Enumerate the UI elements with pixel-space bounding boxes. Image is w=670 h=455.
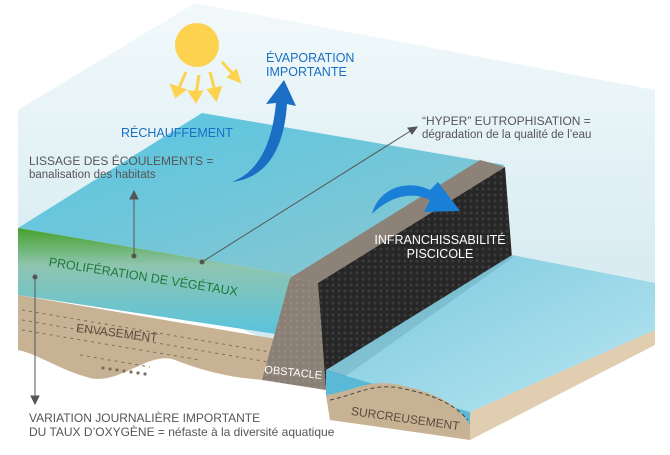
sediment-dashes: [21, 309, 271, 368]
fish-barrier-line-1: INFRANCHISSABILITÉ: [374, 233, 506, 247]
flow-smoothing-subtitle: banalisation des habitats: [29, 168, 156, 181]
eutrophication-label: “HYPER” EUTROPHISATION = dégradation de …: [422, 114, 592, 142]
fish-barrier-label: INFRANCHISSABILITÉ PISCICOLE: [370, 233, 510, 262]
evaporation-line-1: ÉVAPORATION: [266, 51, 355, 65]
leader-lines: [30, 126, 419, 406]
upstream-water-surface: [18, 113, 505, 275]
downstream-water-surface: [326, 255, 655, 412]
oxygen-variation-line-2: DU TAUX D’OXYGÈNE = néfaste à la diversi…: [29, 424, 335, 439]
curved-arrow-over-icon: [372, 182, 460, 214]
fish-barrier-line-2: PISCICOLE: [406, 247, 474, 262]
curved-arrow-up-icon: [232, 80, 296, 182]
scour-line: [329, 386, 469, 421]
oxygen-variation-label: VARIATION JOURNALIÈRE IMPORTANTE DU TAUX…: [29, 411, 335, 440]
eutrophication-subtitle: dégradation de la qualité de l’eau: [422, 128, 592, 141]
evaporation-line-2: IMPORTANTE: [266, 65, 347, 80]
dam-side-face: [262, 278, 326, 390]
sun-icon: [169, 23, 242, 104]
vegetation-layer: [18, 228, 295, 335]
dam-front-face: [318, 167, 512, 390]
flow-smoothing-title: LISSAGE DES ÉCOULEMENTS =: [29, 154, 214, 168]
eutrophication-title: “HYPER” EUTROPHISATION =: [422, 114, 591, 128]
sediment-dots: [101, 366, 147, 376]
dam-top: [290, 160, 505, 283]
downstream-bank: [470, 330, 655, 440]
sediment-layer: [18, 295, 282, 380]
oxygen-variation-line-1: VARIATION JOURNALIÈRE IMPORTANTE: [29, 411, 261, 425]
flow-smoothing-label: LISSAGE DES ÉCOULEMENTS = banalisation d…: [29, 154, 214, 182]
warming-label: RÉCHAUFFEMENT: [121, 126, 233, 140]
evaporation-label: ÉVAPORATION IMPORTANTE: [266, 51, 354, 80]
